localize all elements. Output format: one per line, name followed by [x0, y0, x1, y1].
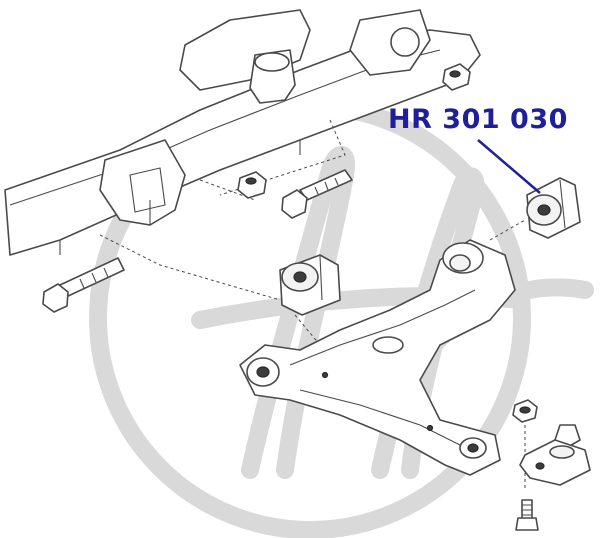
ball-joint-nut-hole — [519, 406, 531, 414]
control-arm-front-eye-hole — [256, 366, 270, 378]
subframe-right-mount — [349, 9, 431, 76]
bushing-front-bore — [293, 271, 307, 283]
ball-joint-flange-hole — [535, 462, 545, 470]
lower-control-arm — [239, 239, 516, 476]
nut-middle-body — [237, 171, 267, 199]
center-mount-cap — [254, 52, 290, 72]
control-arm-ridge — [289, 289, 476, 366]
ball-joint-bolt-head — [515, 517, 539, 531]
nut-upper — [442, 63, 471, 91]
subframe-left-bracket — [99, 139, 186, 226]
bushing-front-rim — [319, 255, 323, 301]
nut-upper-hole — [449, 70, 461, 78]
bolt-left — [42, 257, 125, 313]
subframe-thickness-lines — [59, 140, 301, 255]
nut-middle-hole — [245, 177, 257, 185]
control-arm-slot — [372, 336, 404, 354]
guide-line-1 — [219, 119, 346, 196]
callout-leader-line — [477, 139, 541, 194]
ball-joint — [519, 424, 591, 486]
guide-line-3 — [99, 234, 281, 301]
part-number-label: HR 301 030 — [388, 104, 568, 135]
bolt-center — [281, 169, 353, 219]
guide-line-4 — [294, 314, 321, 346]
control-arm-lower-edge — [299, 389, 471, 451]
ball-joint-nut — [512, 399, 538, 423]
control-arm-rivet-2 — [426, 424, 434, 432]
bushing-front — [279, 254, 341, 316]
control-arm-rear-eye-inner — [449, 254, 471, 272]
bushing-rear-bore — [537, 204, 551, 216]
bolt-left-head — [42, 283, 69, 313]
right-mount-hole — [390, 27, 420, 57]
bushing-rear-highlighted — [526, 177, 581, 239]
bushing-rear-rim — [559, 179, 566, 229]
ball-joint-bolt-thread — [522, 504, 532, 516]
subframe — [4, 9, 481, 256]
control-arm-balljoint-hole — [467, 443, 479, 453]
nut-middle — [237, 171, 267, 199]
guide-line-5 — [489, 219, 526, 241]
bolt-center-head — [281, 189, 308, 219]
ball-joint-boot — [549, 445, 575, 459]
left-bracket-plate — [129, 167, 166, 213]
bolt-center-thread — [314, 177, 339, 195]
bolt-left-thread — [79, 267, 109, 289]
control-arm-rivet-1 — [321, 371, 329, 379]
ball-joint-bolt — [515, 499, 539, 531]
subframe-upper-bracket — [179, 9, 311, 91]
control-arm-body — [239, 239, 516, 476]
